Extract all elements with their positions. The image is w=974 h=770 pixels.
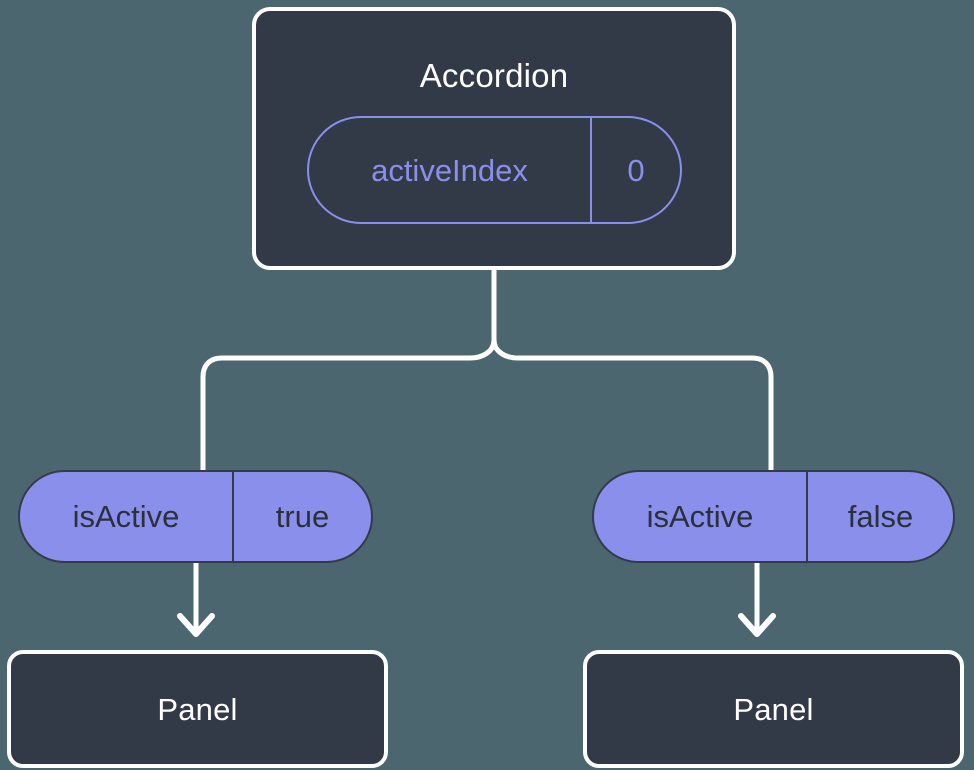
prop-badge-isactive-right-value: false bbox=[847, 499, 914, 534]
prop-badge-isactive-left[interactable]: isActive true bbox=[18, 470, 373, 563]
prop-badge-isactive-right-key: isActive bbox=[594, 472, 808, 561]
state-badge-activeindex-key: activeIndex bbox=[309, 118, 592, 222]
state-badge-activeindex-value: 0 bbox=[627, 152, 645, 188]
connector-trunk-split-right bbox=[491, 337, 774, 475]
prop-badge-isactive-left-value: true bbox=[275, 499, 330, 534]
connector-trunk-split bbox=[200, 267, 497, 475]
prop-badge-isactive-right[interactable]: isActive false bbox=[592, 470, 955, 563]
node-accordion-title: Accordion bbox=[419, 57, 569, 94]
arrow-head-right bbox=[738, 613, 776, 637]
node-panel-right-title: Panel bbox=[733, 691, 814, 727]
node-panel-right[interactable]: Panel bbox=[583, 650, 964, 768]
state-badge-activeindex[interactable]: activeIndex 0 bbox=[307, 116, 682, 224]
node-panel-left-title: Panel bbox=[157, 691, 238, 727]
arrow-head-left bbox=[177, 613, 215, 637]
prop-badge-isactive-left-key: isActive bbox=[20, 472, 234, 561]
node-panel-left[interactable]: Panel bbox=[7, 650, 388, 768]
